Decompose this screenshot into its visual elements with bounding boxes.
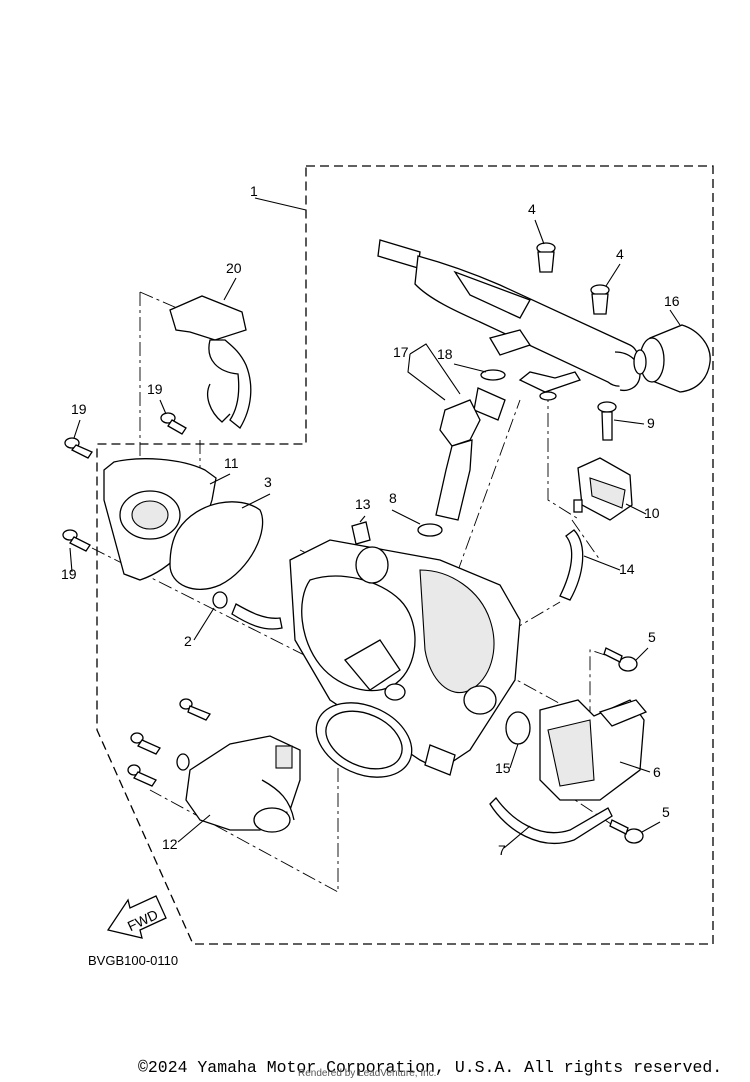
- callout-13: 13: [355, 496, 371, 512]
- callout-19c: 19: [61, 566, 77, 582]
- bolt-4-left: [536, 242, 556, 273]
- callout-19b: 19: [71, 401, 87, 417]
- callout-12: 12: [162, 836, 178, 852]
- callout-9: 9: [647, 415, 655, 431]
- fuel-cap-16: [633, 324, 711, 393]
- screw-9: [597, 401, 617, 441]
- callout-3: 3: [264, 474, 272, 490]
- seal-8: [417, 523, 443, 537]
- callout-8: 8: [389, 490, 397, 506]
- center-lines: [91, 291, 621, 893]
- throttle-body: [289, 539, 521, 776]
- bolt-4-right: [590, 284, 610, 315]
- bell-mouth: [315, 702, 413, 778]
- callout-4b: 4: [616, 246, 624, 262]
- bolt-19-upper: [160, 412, 187, 435]
- rendered-by-note: Rendered by LeadVenture, Inc.: [298, 1068, 437, 1079]
- callout-10: 10: [644, 505, 660, 521]
- iac-screws: [127, 698, 211, 787]
- callout-7: 7: [498, 842, 506, 858]
- fuel-injector-17: [435, 369, 506, 521]
- callout-16: 16: [664, 293, 680, 309]
- bolt-19-left: [64, 437, 93, 459]
- callout-4a: 4: [528, 201, 536, 217]
- callout-19a: 19: [147, 381, 163, 397]
- iac-valve-12: [176, 735, 301, 833]
- sensor-6: [539, 699, 648, 801]
- leader-lines: [69, 219, 681, 849]
- fuel-rail: [377, 239, 641, 401]
- callout-14: 14: [619, 561, 635, 577]
- callout-2: 2: [184, 633, 192, 649]
- fwd-arrow-icon: FWD: [106, 895, 167, 939]
- diagram-code: BVGB100-0110: [88, 953, 179, 968]
- callout-6: 6: [653, 764, 661, 780]
- callout-15: 15: [495, 760, 511, 776]
- hose-14: [559, 529, 584, 601]
- screw-5-upper: [603, 647, 638, 672]
- screw-5-lower: [609, 819, 644, 844]
- bracket-20: [169, 295, 252, 429]
- callout-11: 11: [224, 455, 239, 471]
- assembly-boundary: [96, 165, 714, 945]
- sensor-10: [573, 457, 633, 521]
- cover-11: [103, 458, 217, 581]
- fitting-2: [212, 591, 283, 630]
- callout-5a: 5: [648, 629, 656, 645]
- gasket-3: [169, 501, 264, 590]
- copyright-notice: ©2024 Yamaha Motor Corporation, U.S.A. A…: [138, 1058, 723, 1077]
- hose-7: [489, 797, 613, 845]
- callout-1: 1: [250, 183, 258, 199]
- callout-20: 20: [226, 260, 242, 276]
- o-ring-15: [505, 711, 531, 745]
- callout-17: 17: [393, 344, 409, 360]
- plug-13: [351, 521, 371, 545]
- bolt-19-lower: [62, 529, 91, 552]
- callout-5b: 5: [662, 804, 670, 820]
- callout-18: 18: [437, 346, 453, 362]
